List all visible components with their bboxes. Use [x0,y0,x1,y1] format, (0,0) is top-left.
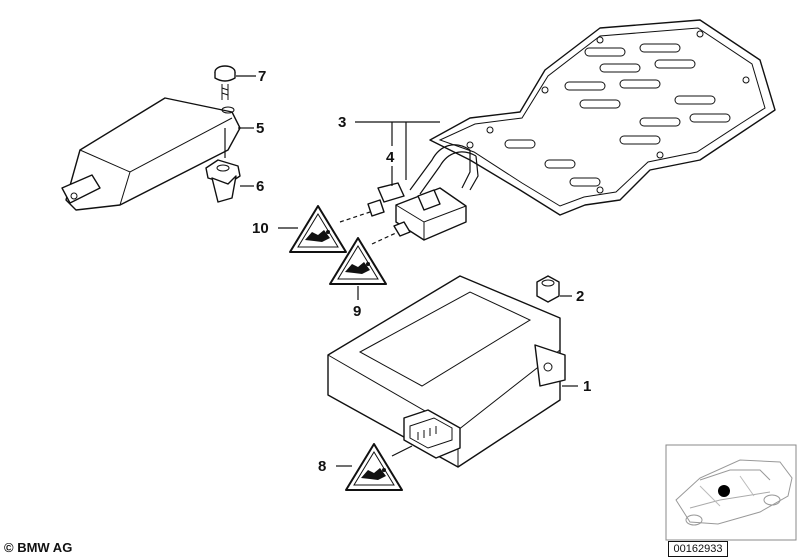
warning-label-8[interactable] [345,443,403,491]
diagram-id: 00162933 [668,541,728,557]
hex-nut[interactable] [536,275,560,303]
callout-4[interactable]: 4 [386,149,395,166]
vehicle-locator-icon [665,444,797,541]
callout-7[interactable]: 7 [258,68,266,85]
callout-1[interactable]: 1 [583,378,591,395]
callout-2[interactable]: 2 [576,288,584,305]
screw[interactable] [214,65,236,100]
sensor-mat[interactable] [429,19,776,216]
warning-label-9[interactable] [329,237,387,285]
callout-8[interactable]: 8 [318,458,326,475]
callout-10[interactable]: 10 [252,220,269,237]
callout-5[interactable]: 5 [256,120,264,137]
callout-9[interactable]: 9 [353,303,361,320]
copyright-text: © BMW AG [4,540,73,555]
warning-triangle-icon [361,468,386,480]
control-unit[interactable] [327,275,566,468]
clip-nut[interactable] [205,159,241,203]
callout-6[interactable]: 6 [256,178,264,195]
warning-triangle-icon [305,230,330,242]
leader-lines [224,75,578,467]
warning-label-10[interactable] [289,205,347,253]
callout-3[interactable]: 3 [338,114,346,131]
warning-triangle-icon [345,262,370,274]
sensor-housing[interactable] [61,97,241,211]
connector-cable[interactable] [367,144,479,241]
